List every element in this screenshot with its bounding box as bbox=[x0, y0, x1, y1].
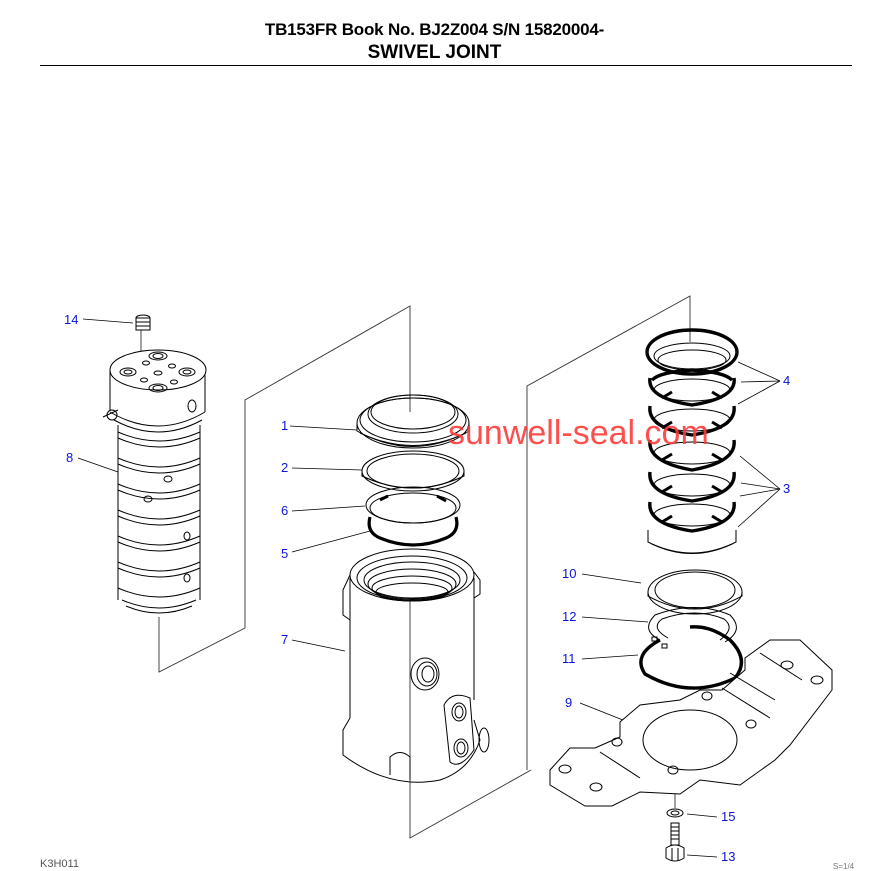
part-8-rotor-shaft bbox=[102, 349, 207, 614]
part-12-snap-ring bbox=[648, 607, 737, 649]
part-2-ring bbox=[361, 450, 465, 492]
part-10-thrust-plate bbox=[647, 569, 743, 615]
callout-4: 4 bbox=[783, 373, 791, 388]
part-13-bolt bbox=[665, 822, 685, 862]
callout-1: 1 bbox=[281, 418, 289, 433]
part-6-backup-ring bbox=[365, 486, 461, 524]
part-14-plug bbox=[135, 314, 151, 331]
callout-14: 14 bbox=[64, 312, 79, 327]
callout-5: 5 bbox=[281, 546, 289, 561]
callout-13: 13 bbox=[721, 849, 736, 864]
parts-3-4-ring-stack bbox=[645, 328, 739, 554]
assembly-guide-lines bbox=[140, 295, 691, 839]
callout-9: 9 bbox=[565, 695, 573, 710]
callout-15: 15 bbox=[721, 809, 736, 824]
callout-7: 7 bbox=[281, 632, 289, 647]
part-15-washer bbox=[666, 808, 684, 818]
drawing-code: K3H011 bbox=[40, 858, 79, 870]
model-book-serial-line: TB153FR Book No. BJ2Z004 S/N 15820004- bbox=[264, 20, 605, 39]
header-rule bbox=[40, 65, 852, 66]
part-1-seal-ring bbox=[356, 394, 470, 449]
leader-lines bbox=[77, 318, 781, 858]
callout-3: 3 bbox=[783, 481, 791, 496]
part-9-bracket bbox=[549, 639, 833, 807]
callout-2: 2 bbox=[281, 460, 289, 475]
part-11-o-ring bbox=[639, 625, 744, 690]
part-7-housing bbox=[342, 548, 490, 783]
callout-12: 12 bbox=[562, 609, 577, 624]
page-title: SWIVEL JOINT bbox=[367, 42, 502, 63]
callout-11: 11 bbox=[562, 651, 576, 666]
part-5-o-ring bbox=[367, 516, 459, 547]
watermark: sunwell-seal.com bbox=[448, 414, 709, 452]
callout-8: 8 bbox=[66, 450, 74, 465]
callout-6: 6 bbox=[281, 503, 289, 518]
callout-10: 10 bbox=[562, 566, 577, 581]
page-indicator: S=1/4 bbox=[833, 862, 855, 871]
